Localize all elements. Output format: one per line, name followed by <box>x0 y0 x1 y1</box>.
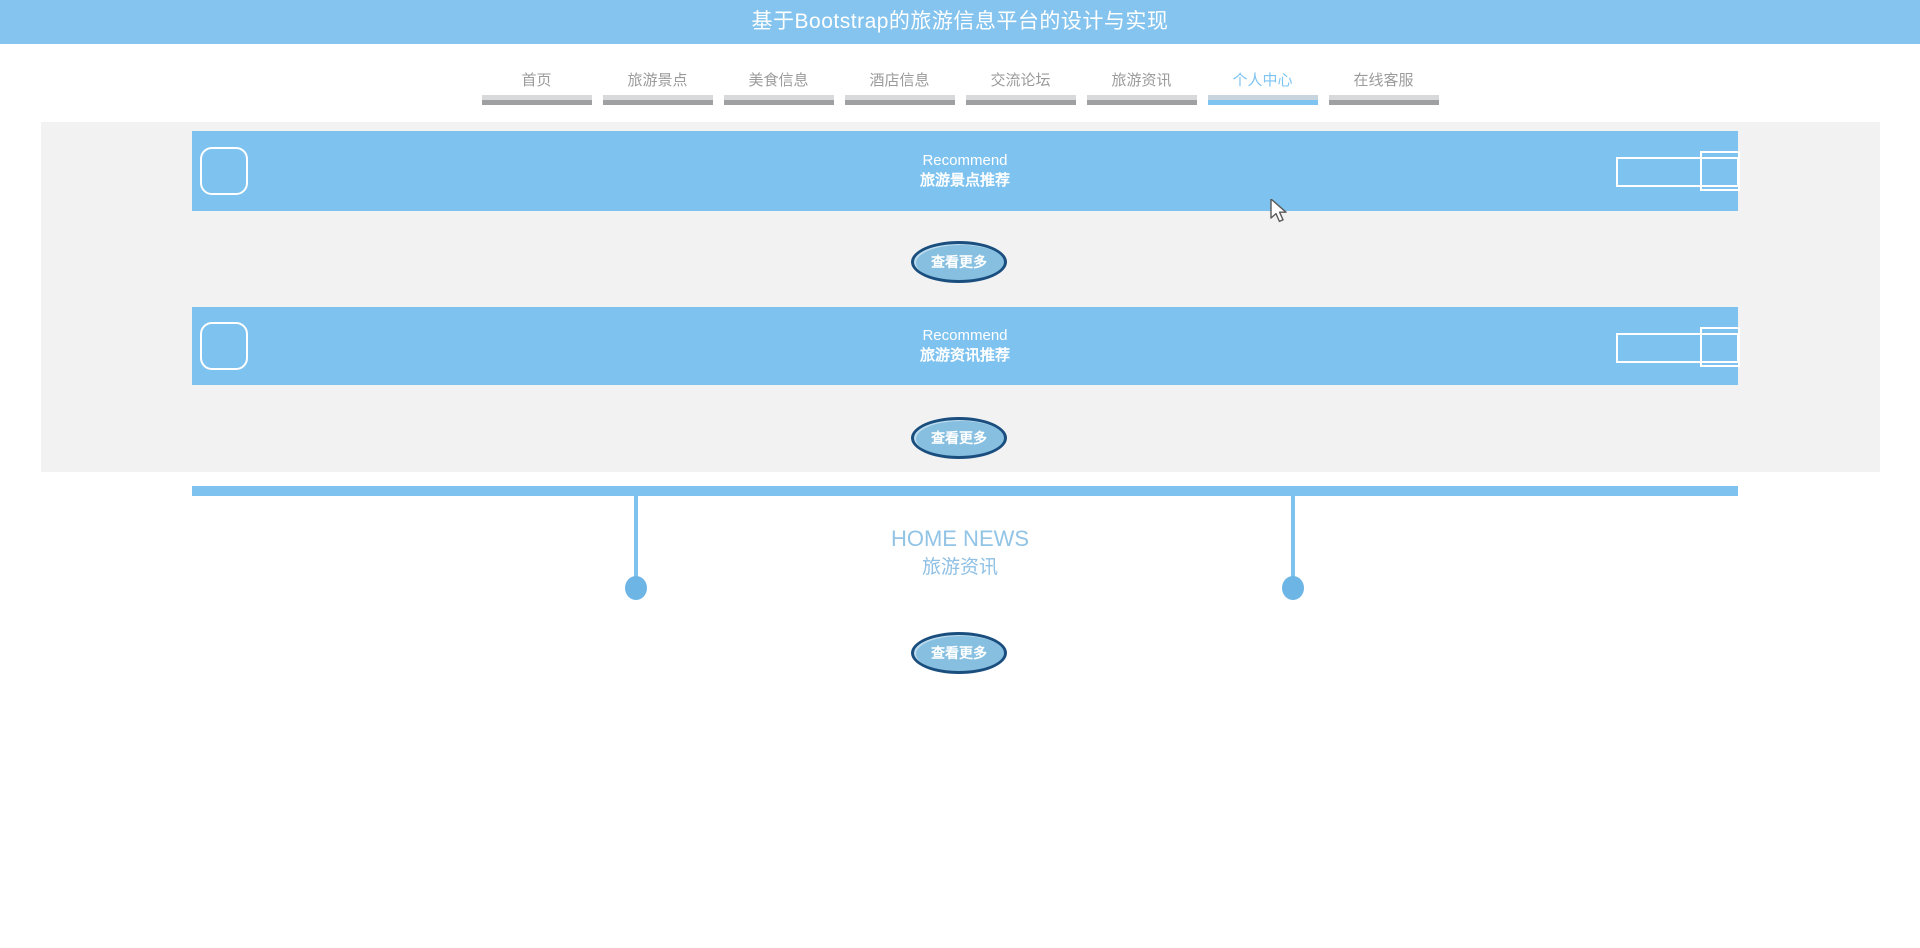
view-more-button-attractions[interactable]: 查看更多 <box>911 241 1007 283</box>
nav-underline <box>481 95 592 105</box>
banner-title-block: Recommend 旅游资讯推荐 <box>192 327 1738 365</box>
tall-rectangle-outline-icon <box>1700 327 1740 367</box>
news-dot-right <box>1282 576 1304 600</box>
rounded-square-icon <box>200 322 248 370</box>
news-dot-left <box>625 576 647 600</box>
header-bar: 基于Bootstrap的旅游信息平台的设计与实现 <box>0 0 1920 44</box>
rounded-square-icon <box>200 147 248 195</box>
nav-underline-active <box>1207 95 1318 105</box>
nav-underline <box>1086 95 1197 105</box>
nav-underline <box>723 95 834 105</box>
banner-title-en: Recommend <box>922 152 1008 169</box>
tall-rectangle-outline-icon <box>1700 151 1740 191</box>
recommend-banner-attractions[interactable]: Recommend 旅游景点推荐 <box>192 131 1740 211</box>
mouse-cursor-icon <box>1270 199 1287 223</box>
nav-item-news[interactable]: 旅游资讯 <box>1081 72 1202 105</box>
view-more-button-home-news[interactable]: 查看更多 <box>911 632 1007 674</box>
banner-title-block: Recommend 旅游景点推荐 <box>192 152 1738 190</box>
nav-underline <box>1328 95 1439 105</box>
nav-list: 首页 旅游景点 美食信息 酒店信息 交流论坛 旅游资讯 <box>0 44 1920 105</box>
nav-item-hotel[interactable]: 酒店信息 <box>839 72 960 105</box>
page-title: 基于Bootstrap的旅游信息平台的设计与实现 <box>751 10 1169 33</box>
nav-underline <box>965 95 1076 105</box>
news-drop-line-right <box>1291 496 1295 577</box>
nav-item-attractions[interactable]: 旅游景点 <box>597 72 718 105</box>
news-drop-line-left <box>634 496 638 577</box>
nav-item-food[interactable]: 美食信息 <box>718 72 839 105</box>
recommend-section: Recommend 旅游景点推荐 Recommend 旅游资讯推荐 <box>41 122 1880 472</box>
nav-item-home[interactable]: 首页 <box>476 72 597 105</box>
nav-underline <box>602 95 713 105</box>
recommend-banner-news[interactable]: Recommend 旅游资讯推荐 <box>192 307 1740 385</box>
nav-underline <box>844 95 955 105</box>
news-divider-bar <box>192 486 1738 496</box>
nav-item-forum[interactable]: 交流论坛 <box>960 72 1081 105</box>
banner-title-en: Recommend <box>922 327 1008 344</box>
home-news-title-block: HOME NEWS 旅游资讯 <box>0 526 1920 580</box>
banner-title-zh: 旅游资讯推荐 <box>919 347 1010 364</box>
home-news-title-zh: 旅游资讯 <box>921 557 998 578</box>
nav-item-service[interactable]: 在线客服 <box>1323 72 1444 105</box>
home-news-title-en: HOME NEWS <box>890 526 1030 551</box>
nav-item-profile[interactable]: 个人中心 <box>1202 72 1323 105</box>
main-navigation: 首页 旅游景点 美食信息 酒店信息 交流论坛 旅游资讯 <box>0 44 1920 122</box>
view-more-button-news-recommend[interactable]: 查看更多 <box>911 417 1007 459</box>
banner-title-zh: 旅游景点推荐 <box>919 172 1010 189</box>
